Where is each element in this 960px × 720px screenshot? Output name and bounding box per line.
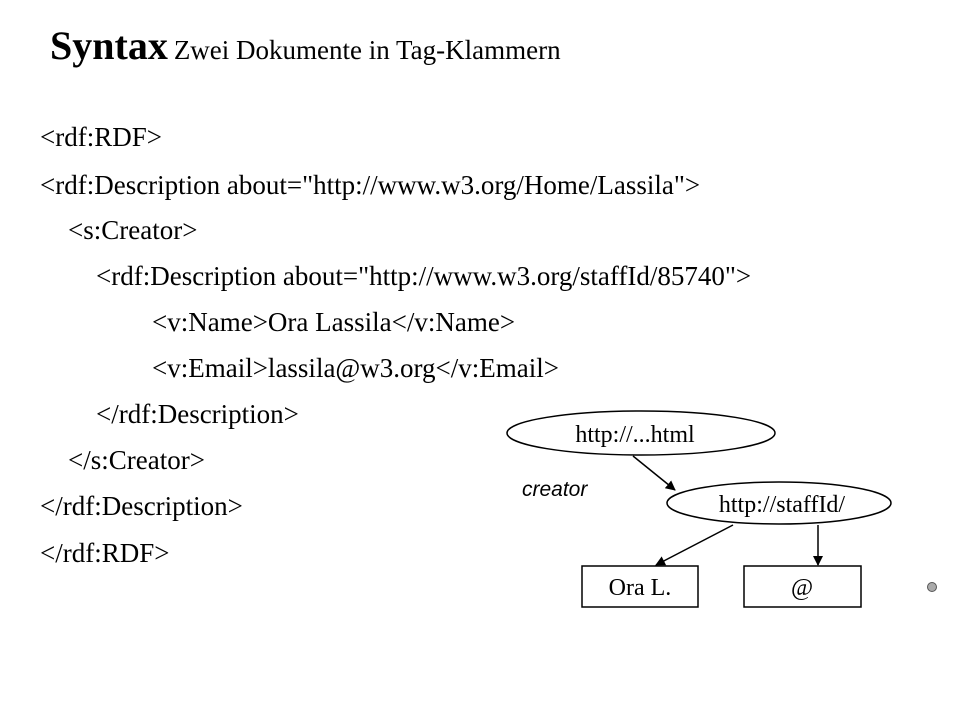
code-line-staff-description-open: <rdf:Description about="http://www.w3.or… xyxy=(96,261,752,291)
arrow-creator xyxy=(632,455,676,491)
box-email xyxy=(743,565,862,608)
code-line-staff-description-close: </rdf:Description> xyxy=(96,399,299,429)
code-line-creator-open: <s:Creator> xyxy=(68,215,198,245)
code-line-rdf-close: </rdf:RDF> xyxy=(40,538,170,568)
title-main: Syntax xyxy=(50,23,168,68)
code-line-description-open: <rdf:Description about="http://www.w3.or… xyxy=(40,170,701,200)
code-line-creator-close: </s:Creator> xyxy=(68,445,205,475)
code-line-rdf-open: <rdf:RDF> xyxy=(40,122,162,152)
code-line-name: <v:Name>Ora Lassila</v:Name> xyxy=(152,307,516,337)
box-name-label: Ora L. xyxy=(609,575,672,601)
node-staff-label: http://staffId/ xyxy=(719,492,846,518)
arrow-name xyxy=(655,524,734,566)
title-subtitle: Zwei Dokumente in Tag-Klammern xyxy=(173,35,561,65)
node-staff-ellipse xyxy=(666,481,892,525)
bullet-dot xyxy=(927,582,937,592)
box-email-label: @ xyxy=(791,575,813,601)
node-html-ellipse xyxy=(506,410,776,456)
box-name xyxy=(581,565,699,608)
code-line-description-close: </rdf:Description> xyxy=(40,491,243,521)
code-line-email: <v:Email>lassila@w3.org</v:Email> xyxy=(152,353,559,383)
edge-label-creator: creator xyxy=(522,478,588,501)
node-html-label: http://...html xyxy=(575,422,695,448)
